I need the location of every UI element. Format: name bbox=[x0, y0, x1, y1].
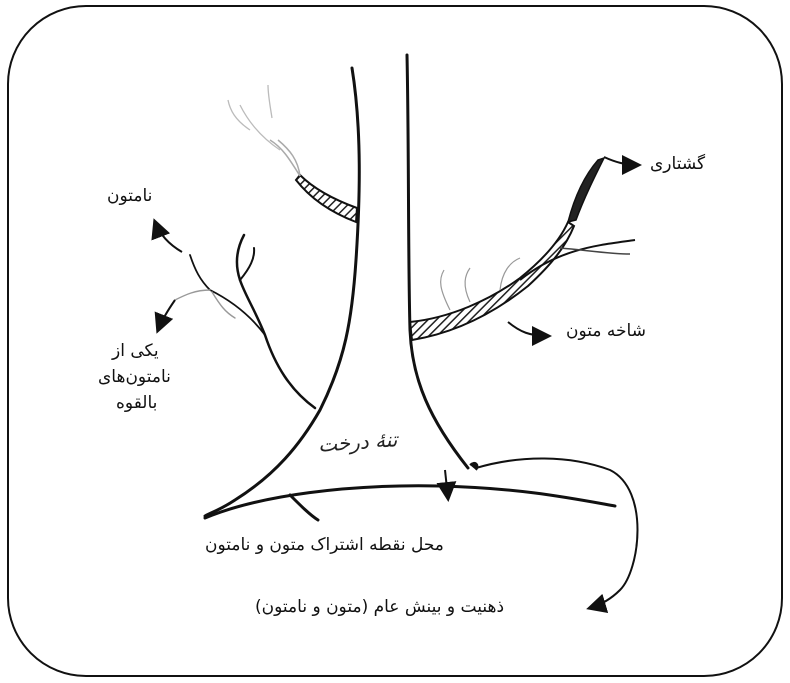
label-belqove: بالقوه bbox=[116, 393, 157, 413]
label-shakhe-matun: شاخه متون bbox=[566, 321, 646, 341]
arrow-namatun-top bbox=[155, 222, 182, 252]
arrow-yeki bbox=[158, 300, 175, 330]
label-gostari: گشتاری bbox=[650, 154, 705, 174]
label-namatunhaye: نامتون‌های bbox=[98, 367, 171, 387]
label-yeki-az: یکی از bbox=[112, 341, 159, 361]
branch-upper-left bbox=[228, 85, 357, 222]
branch-right bbox=[410, 158, 635, 340]
arrow-gostari bbox=[604, 157, 638, 165]
ground-line bbox=[205, 486, 615, 520]
label-namatun-top: نامتون bbox=[107, 186, 152, 206]
branch-left bbox=[175, 235, 315, 408]
arrow-mentality bbox=[476, 458, 638, 608]
label-intersection: محل نقطه اشتراک متون و نامتون bbox=[205, 535, 444, 555]
label-mentality: ذهنیت و بینش عام (متون و نامتون) bbox=[255, 597, 504, 617]
arrow-intersection bbox=[445, 470, 448, 498]
arrow-shakhe bbox=[508, 322, 548, 336]
